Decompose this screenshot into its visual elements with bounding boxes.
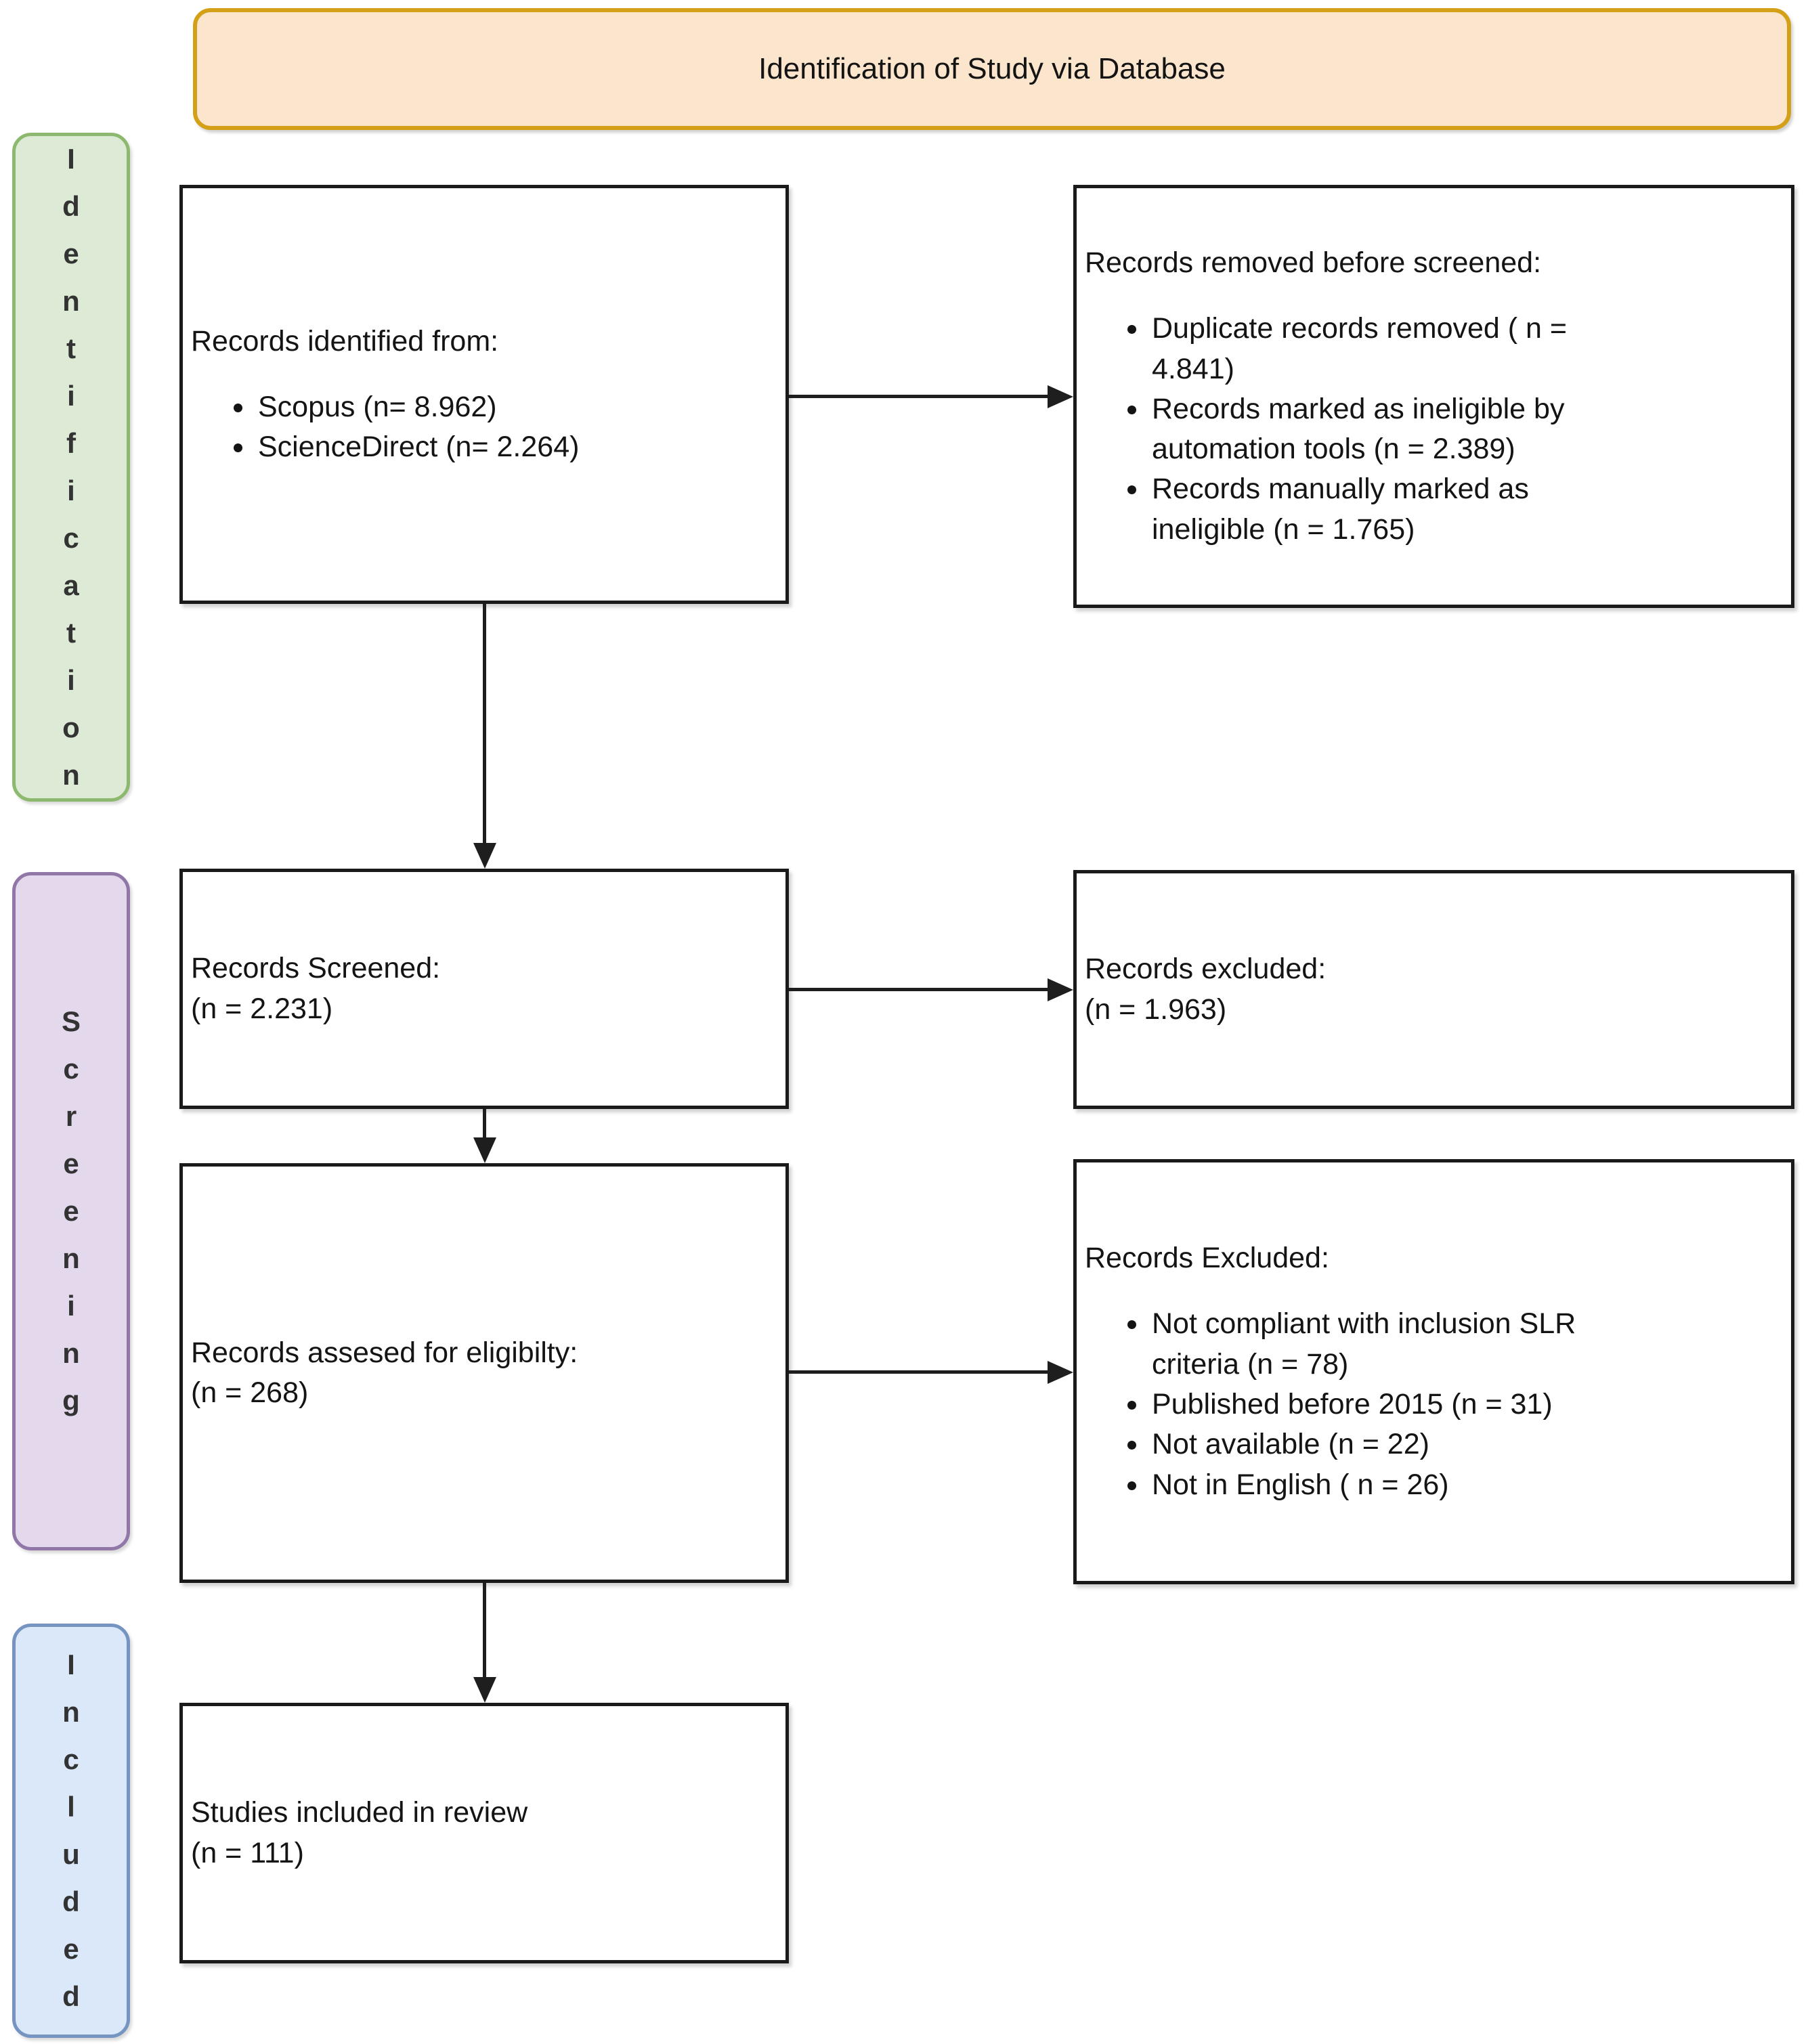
arrow-head-right-icon — [1048, 385, 1073, 408]
arrow-identified-to-screened — [473, 604, 496, 869]
arrow-line — [483, 1583, 486, 1680]
box-line: Records assesed for eligibilty: — [191, 1336, 578, 1369]
bullet-item: Not in English ( n = 26) — [1149, 1465, 1623, 1505]
banner-identification-of-study: Identification of Study via Database — [193, 8, 1791, 130]
banner-title: Identification of Study via Database — [758, 52, 1226, 85]
box-studies-included-text: Studies included in review (n = 111) — [183, 1706, 785, 1960]
box-line: Records Screened: — [191, 952, 441, 985]
box-records-assessed-text: Records assesed for eligibilty: (n = 268… — [183, 1167, 785, 1580]
bullet-item: Records manually marked as ineligible (n… — [1149, 469, 1623, 550]
box-studies-included: Studies included in review (n = 111) — [179, 1703, 789, 1963]
arrow-line — [789, 1370, 1050, 1374]
arrow-head-down-icon — [473, 1137, 496, 1163]
box-records-excluded-after-assessment: Records Excluded: Not compliant with inc… — [1073, 1159, 1794, 1584]
bullet-item: Published before 2015 (n = 31) — [1149, 1385, 1623, 1425]
bullet-item: Not compliant with inclusion SLR criteri… — [1149, 1304, 1623, 1385]
arrow-head-down-icon — [473, 1677, 496, 1703]
arrow-head-right-icon — [1048, 1360, 1073, 1384]
arrow-head-down-icon — [473, 843, 496, 869]
bullet-item: Scopus (n= 8.962) — [255, 387, 579, 427]
box-records-assessed: Records assesed for eligibilty: (n = 268… — [179, 1163, 789, 1583]
arrow-assessed-to-excluded — [789, 1360, 1073, 1384]
bullet-list: Duplicate records removed ( n = 4.841) R… — [1085, 309, 1623, 550]
bullet-item: Duplicate records removed ( n = 4.841) — [1149, 309, 1623, 389]
arrow-line — [483, 1109, 486, 1140]
bullet-item: Not available (n = 22) — [1149, 1425, 1623, 1464]
box-count: (n = 111) — [191, 1836, 304, 1869]
arrow-screened-to-assessed — [473, 1109, 496, 1163]
arrow-line — [789, 988, 1050, 991]
arrow-head-right-icon — [1048, 978, 1073, 1001]
arrow-line — [789, 395, 1050, 398]
box-excluded-after-assessment-text: Records Excluded: Not compliant with inc… — [1077, 1162, 1791, 1581]
box-records-screened-text: Records Screened: (n = 2.231) — [183, 872, 785, 1106]
bullet-list: Not compliant with inclusion SLR criteri… — [1085, 1304, 1623, 1505]
box-records-removed-before-screened: Records removed before screened: Duplica… — [1073, 185, 1794, 608]
bullet-item: Records marked as ineligible by automati… — [1149, 389, 1623, 470]
box-line: Studies included in review — [191, 1796, 528, 1829]
box-records-screened: Records Screened: (n = 2.231) — [179, 869, 789, 1109]
box-count: (n = 2.231) — [191, 992, 333, 1025]
box-heading: Records removed before screened: — [1085, 246, 1542, 279]
box-records-removed-text: Records removed before screened: Duplica… — [1077, 188, 1791, 605]
box-records-excluded-text: Records excluded: (n = 1.963) — [1077, 873, 1791, 1106]
box-count: (n = 268) — [191, 1376, 309, 1409]
box-records-identified: Records identified from: Scopus (n= 8.96… — [179, 185, 789, 604]
bullet-item: ScienceDirect (n= 2.264) — [255, 427, 579, 467]
box-records-identified-text: Records identified from: Scopus (n= 8.96… — [183, 188, 785, 601]
arrow-screened-to-excluded — [789, 978, 1073, 1001]
box-count: (n = 1.963) — [1085, 993, 1227, 1026]
arrow-line — [483, 604, 486, 846]
box-heading: Records identified from: — [191, 324, 499, 357]
box-heading: Records Excluded: — [1085, 1242, 1329, 1275]
bullet-list: Scopus (n= 8.962) ScienceDirect (n= 2.26… — [191, 387, 579, 468]
box-line: Records excluded: — [1085, 953, 1327, 986]
box-records-excluded: Records excluded: (n = 1.963) — [1073, 870, 1794, 1109]
arrow-identified-to-removed — [789, 385, 1073, 408]
arrow-assessed-to-included — [473, 1583, 496, 1703]
